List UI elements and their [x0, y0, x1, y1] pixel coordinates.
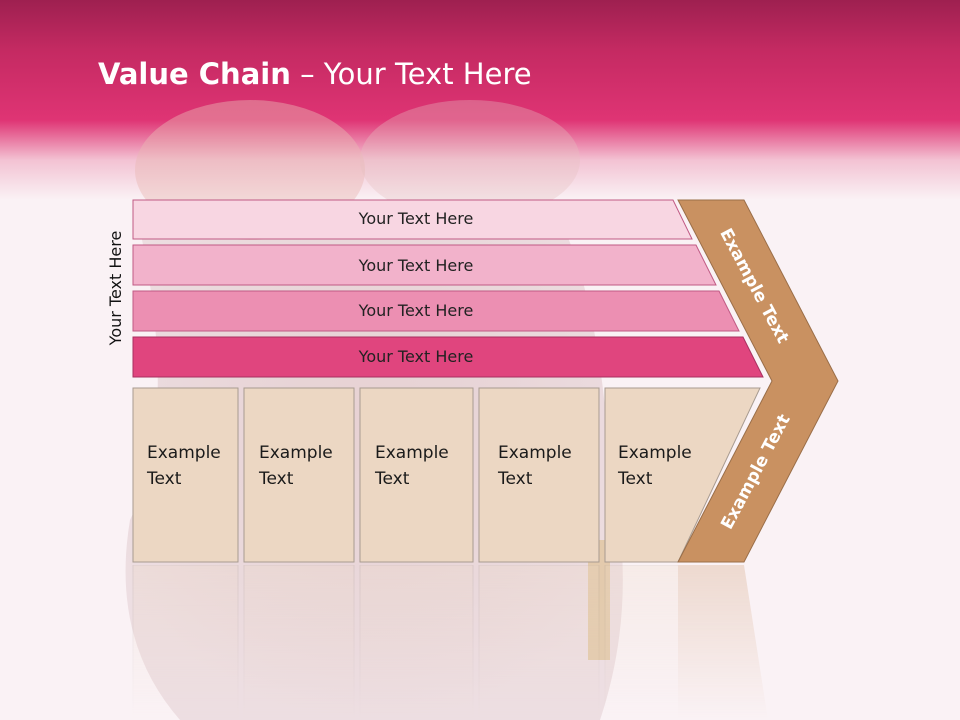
- support-label-4: Your Text Here: [358, 347, 474, 366]
- support-label-1: Your Text Here: [358, 209, 474, 228]
- title-bold: Value Chain: [98, 57, 291, 91]
- support-label-3: Your Text Here: [358, 301, 474, 320]
- primary-label-3: Example Text: [375, 443, 449, 489]
- primary-box-3: [359, 387, 474, 563]
- primary-box-2: [243, 387, 355, 563]
- title-rest: – Your Text Here: [290, 57, 532, 91]
- support-band-1: [132, 199, 693, 240]
- diagram-reflection: [0, 565, 960, 720]
- page-title: Value Chain – Your Text Here: [98, 54, 532, 94]
- primary-label-1: Example Text: [147, 443, 221, 489]
- primary-label-4: Example Text: [498, 443, 572, 489]
- support-band-3: [132, 290, 740, 332]
- margin-chevron: [677, 199, 839, 563]
- support-band-2: [132, 244, 717, 286]
- support-band-4: [132, 336, 764, 378]
- primary-label-5: Example Text: [618, 443, 692, 489]
- title-banner: [0, 0, 960, 200]
- primary-box-1: [132, 387, 239, 563]
- primary-label-2: Example Text: [259, 443, 333, 489]
- support-label-2: Your Text Here: [358, 256, 474, 275]
- primary-box-4: [478, 387, 600, 563]
